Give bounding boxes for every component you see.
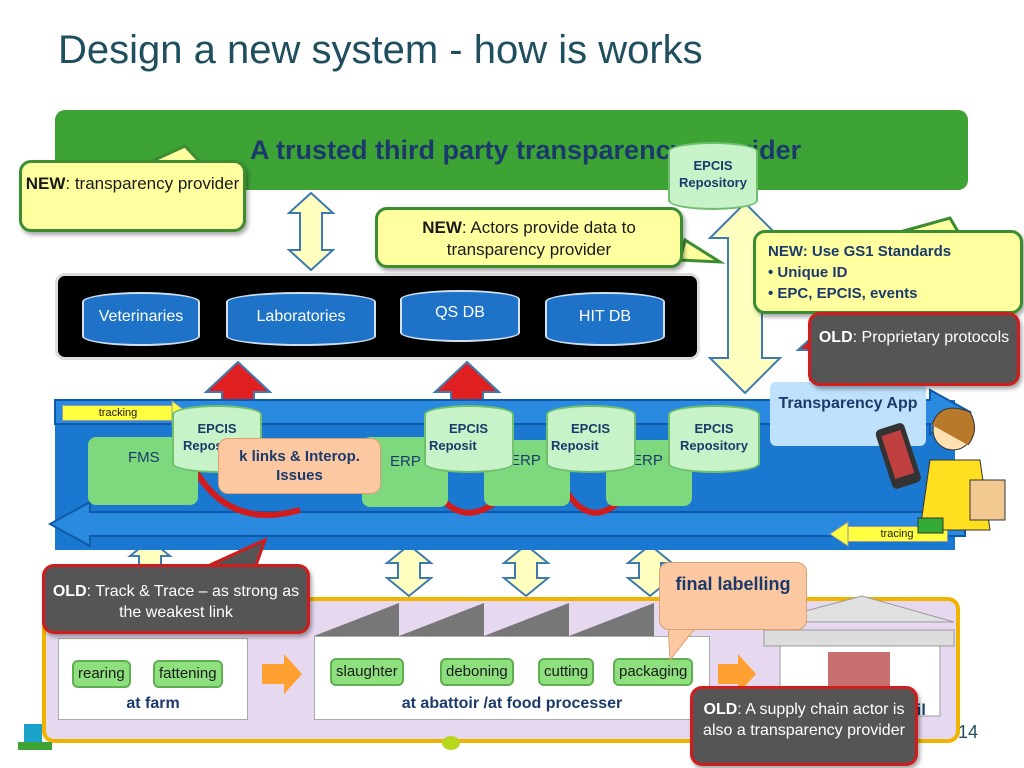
step-packaging: packaging bbox=[613, 658, 694, 686]
small-dot-icon bbox=[442, 736, 460, 750]
old-supply-callout: OLD: A supply chain actor is also a tran… bbox=[690, 686, 918, 766]
farm-label: at farm bbox=[126, 695, 180, 712]
double-arrow bbox=[286, 191, 336, 272]
db-laboratories: Laboratories bbox=[226, 292, 376, 346]
old-track-callout: OLD: Track & Trace – as strong as the we… bbox=[42, 564, 310, 634]
person-with-phone-icon bbox=[875, 407, 1006, 534]
old-proprietary-callout: OLD: Proprietary protocols bbox=[808, 312, 1020, 386]
abattoir-label: at abattoir /at food processer bbox=[401, 695, 623, 712]
new-tp-callout: NEW: transparency provider bbox=[19, 160, 246, 232]
new-gs1-callout: NEW: Use GS1 Standards • Unique ID • EPC… bbox=[753, 230, 1023, 314]
double-arrow bbox=[501, 543, 551, 598]
step-rearing: rearing bbox=[72, 660, 131, 688]
step-cutting: cutting bbox=[538, 658, 595, 686]
new-actors-callout: NEW: Actors provide data to transparency… bbox=[375, 207, 683, 268]
double-arrow bbox=[384, 543, 434, 598]
page-number: 14 bbox=[958, 722, 979, 742]
db-veterinaries: Veterinaries bbox=[82, 292, 200, 346]
step-deboning: deboning bbox=[440, 658, 514, 686]
db-hit: HIT DB bbox=[545, 292, 665, 346]
logo-icon bbox=[18, 724, 52, 750]
step-slaughter: slaughter bbox=[330, 658, 404, 686]
final-labelling-callout: final labelling bbox=[659, 562, 807, 630]
factory-roof bbox=[314, 603, 654, 636]
fms-system: FMS bbox=[88, 437, 198, 505]
weak-links-note: k links & Interop. Issues bbox=[218, 438, 381, 494]
step-fattening: fattening bbox=[153, 660, 223, 688]
page-title: Design a new system - how is works bbox=[58, 28, 703, 72]
tracing-arrow-head bbox=[829, 521, 849, 547]
tracking-tag: tracking bbox=[62, 405, 174, 421]
db-qs: QS DB bbox=[400, 290, 520, 342]
